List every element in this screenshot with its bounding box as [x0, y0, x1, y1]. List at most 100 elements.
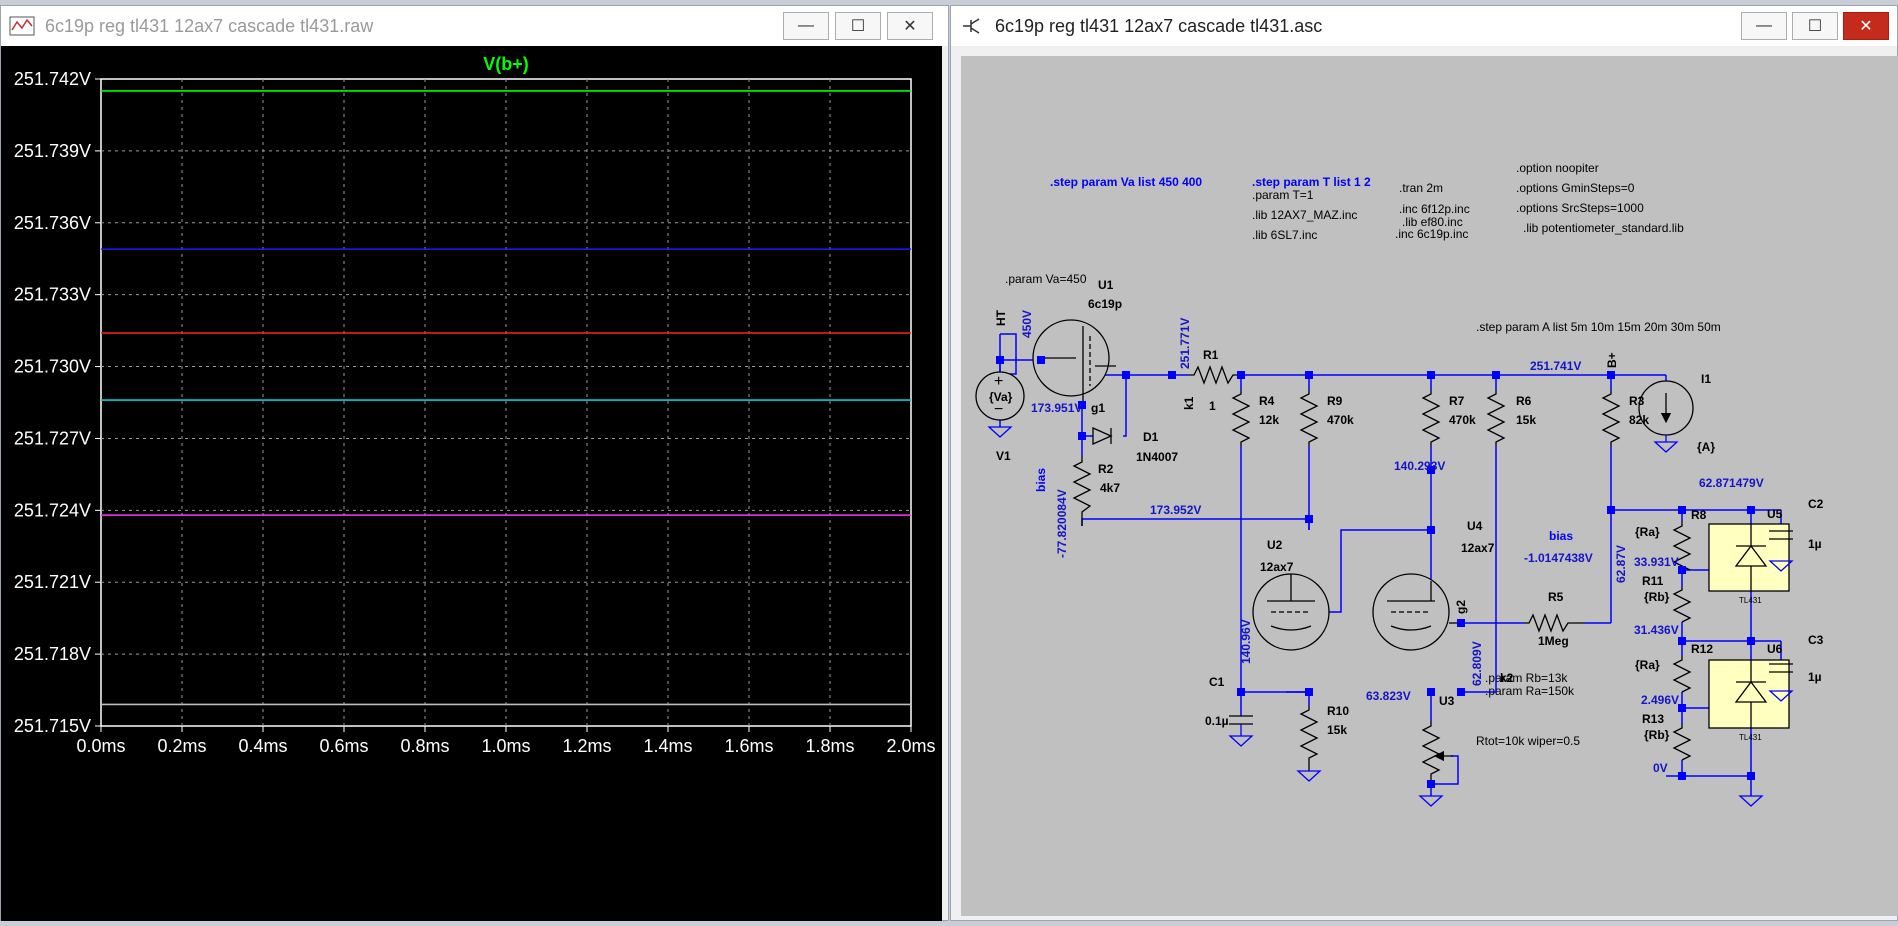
- resistor-r8[interactable]: [1672, 521, 1692, 571]
- label-r5: R5: [1548, 590, 1564, 604]
- component-labels: U1 6c19p V1 {Va} R1 1 D1 1N4007 R2 4k7 R…: [989, 278, 1824, 742]
- voltage-2496: 2.496V: [1641, 693, 1679, 707]
- close-button[interactable]: ✕: [887, 12, 933, 40]
- tube-u1[interactable]: [1032, 319, 1116, 405]
- label-i1: I1: [1701, 372, 1711, 386]
- capacitor-c3[interactable]: [1769, 663, 1793, 673]
- schematic-window-title: 6c19p reg tl431 12ax7 cascade tl431.asc: [995, 16, 1323, 36]
- net-label-g2[interactable]: g2: [1454, 600, 1468, 614]
- ground-symbol: [1418, 795, 1444, 807]
- directive-lib-ef80[interactable]: .lib ef80.inc: [1402, 215, 1463, 229]
- plot-title[interactable]: V(b+): [483, 54, 529, 74]
- schematic-titlebar[interactable]: 6c19p reg tl431 12ax7 cascade tl431.asc …: [951, 6, 1897, 46]
- ground-symbol: [1228, 735, 1254, 747]
- directive-step-va[interactable]: .step param Va list 450 400: [1050, 175, 1202, 189]
- component-symbols: + −: [975, 319, 1794, 807]
- directive-param-rb[interactable]: .param Rb=13k: [1485, 671, 1568, 685]
- directive-lib-12ax7[interactable]: .lib 12AX7_MAZ.inc: [1252, 208, 1357, 222]
- close-button[interactable]: ✕: [1843, 12, 1889, 40]
- maximize-button[interactable]: ☐: [835, 12, 881, 40]
- resistor-r1[interactable]: [1188, 365, 1241, 385]
- directive-opt-noopiter[interactable]: .option noopiter: [1516, 161, 1599, 175]
- maximize-button[interactable]: ☐: [1792, 12, 1838, 40]
- net-label-ht[interactable]: HT: [994, 309, 1008, 326]
- resistor-r10[interactable]: [1299, 706, 1319, 771]
- minimize-icon: —: [798, 17, 814, 34]
- net-label-bias[interactable]: bias: [1034, 468, 1048, 492]
- directive-opt-gmin[interactable]: .options GminSteps=0: [1516, 181, 1635, 195]
- resistor-r5[interactable]: [1524, 613, 1585, 633]
- ground-symbol: [987, 426, 1013, 438]
- directive-inc-6f12p[interactable]: .inc 6f12p.inc: [1399, 202, 1470, 216]
- directive-param-va[interactable]: .param Va=450: [1005, 272, 1087, 286]
- label-r13-value: {Rb}: [1644, 728, 1670, 742]
- net-label-k2[interactable]: k2: [1500, 671, 1514, 685]
- label-r3: R3: [1629, 394, 1645, 408]
- voltage-63823: 63.823V: [1366, 689, 1411, 703]
- label-r4: R4: [1259, 394, 1275, 408]
- net-label-k1[interactable]: k1: [1182, 396, 1196, 410]
- label-r13: R13: [1642, 712, 1664, 726]
- directive-param-t[interactable]: .param T=1: [1252, 188, 1314, 202]
- potentiometer-u3[interactable]: [1421, 721, 1453, 781]
- svg-text:+: +: [994, 373, 1003, 390]
- spice-directives-black: .param T=1 .lib 12AX7_MAZ.inc .lib 6SL7.…: [1005, 161, 1721, 748]
- net-label-g1[interactable]: g1: [1091, 401, 1105, 415]
- directive-lib-pot[interactable]: .lib potentiometer_standard.lib: [1523, 221, 1684, 235]
- x-tick-label: 0.2ms: [157, 736, 206, 756]
- minimize-button[interactable]: —: [783, 12, 829, 40]
- label-r11: R11: [1642, 574, 1664, 588]
- label-u6: U6: [1767, 642, 1783, 656]
- directive-opt-src[interactable]: .options SrcSteps=1000: [1516, 201, 1644, 215]
- resistor-r13[interactable]: [1672, 724, 1692, 761]
- junction-dots: [996, 356, 1755, 788]
- label-r2-value: 4k7: [1100, 481, 1120, 495]
- directive-param-ra[interactable]: .param Ra=150k: [1485, 684, 1575, 698]
- resistor-r9[interactable]: [1299, 390, 1319, 446]
- directive-step-a[interactable]: .step param A list 5m 10m 15m 20m 30m 50…: [1476, 320, 1721, 334]
- tl431-u6[interactable]: [1708, 659, 1790, 729]
- resistor-r6[interactable]: [1486, 390, 1506, 446]
- voltage-31436: 31.436V: [1634, 623, 1679, 637]
- minimize-button[interactable]: —: [1741, 12, 1787, 40]
- tube-u2[interactable]: [1252, 573, 1330, 651]
- resistor-r3[interactable]: [1601, 390, 1621, 446]
- directive-rtot[interactable]: Rtot=10k wiper=0.5: [1476, 734, 1580, 748]
- label-c1-value: 0.1µ: [1205, 714, 1229, 728]
- x-tick-label: 1.0ms: [481, 736, 530, 756]
- label-r9-value: 470k: [1327, 413, 1354, 427]
- schematic-canvas[interactable]: .step param Va list 450 400 .step param …: [961, 56, 1898, 916]
- y-tick-label: 251.718V: [14, 644, 91, 664]
- resistor-r7[interactable]: [1421, 390, 1441, 446]
- net-label-bias2[interactable]: bias: [1549, 529, 1573, 543]
- resistor-r4[interactable]: [1231, 390, 1251, 446]
- label-r1-value: 1: [1209, 399, 1216, 413]
- diode-d1[interactable]: [1092, 426, 1113, 446]
- capacitor-c2[interactable]: [1769, 530, 1793, 540]
- x-tick-label: 1.2ms: [562, 736, 611, 756]
- resistor-r2[interactable]: [1072, 456, 1092, 526]
- label-u5-part: TL431: [1739, 596, 1762, 605]
- schematic-window[interactable]: 6c19p reg tl431 12ax7 cascade tl431.asc …: [950, 5, 1898, 921]
- directive-tran[interactable]: .tran 2m: [1399, 181, 1443, 195]
- resistor-r11[interactable]: [1672, 586, 1692, 623]
- maximize-icon: ☐: [850, 18, 866, 35]
- net-label-bplus[interactable]: B+: [1605, 352, 1619, 368]
- waveform-window[interactable]: 6c19p reg tl431 12ax7 cascade tl431.raw …: [0, 5, 949, 921]
- voltage-251771: 251.771V: [1178, 318, 1192, 369]
- tl431-u5[interactable]: [1708, 523, 1790, 592]
- directive-lib-6sl7[interactable]: .lib 6SL7.inc: [1252, 228, 1317, 242]
- voltage-neg77: -77.820084V: [1055, 489, 1069, 558]
- directive-step-t[interactable]: .step param T list 1 2: [1252, 175, 1371, 189]
- directive-inc-6c19p[interactable]: .inc 6c19p.inc: [1395, 227, 1468, 241]
- label-r8-value: {Ra}: [1635, 525, 1660, 539]
- resistor-r12[interactable]: [1672, 656, 1692, 693]
- schematic-drawing[interactable]: .step param Va list 450 400 .step param …: [961, 56, 1898, 916]
- capacitor-c1[interactable]: [1229, 715, 1253, 736]
- voltage-source-v1[interactable]: + −: [975, 371, 1025, 421]
- schematic-app-icon: [963, 18, 980, 34]
- waveform-titlebar[interactable]: 6c19p reg tl431 12ax7 cascade tl431.raw …: [1, 6, 948, 46]
- tube-u4[interactable]: [1372, 573, 1461, 651]
